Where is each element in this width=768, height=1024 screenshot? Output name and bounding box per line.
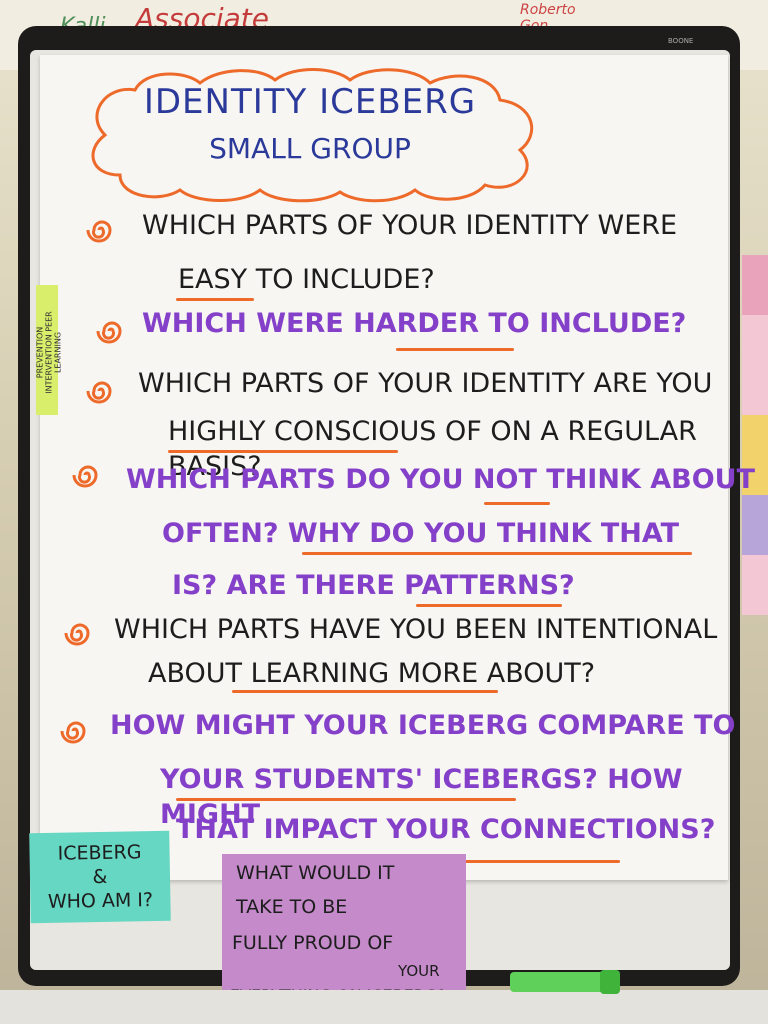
question-5-line-1: WHICH PARTS HAVE YOU BEEN INTENTIONAL [114, 614, 718, 645]
title-line-2: SMALL GROUP [209, 132, 411, 165]
underline-not [484, 502, 550, 505]
spiral-bullet-icon [86, 220, 112, 243]
right-wall-poster [742, 255, 768, 615]
purple-note-line-4: YOUR [398, 962, 440, 980]
spiral-bullet-icon [60, 721, 86, 744]
poster-stripe [742, 415, 768, 495]
side-note-text: PREVENTION INTERVENTION PEER LEARNING [35, 311, 63, 394]
green-marker [510, 972, 620, 992]
underline-patterns [416, 604, 562, 607]
question-4-line-1: WHICH PARTS DO YOU NOT THINK ABOUT [126, 464, 756, 495]
question-3-line-2: HIGHLY CONSCIOUS OF ON A REGULAR BASIS? [168, 416, 697, 483]
top-scribble: Roberto [520, 2, 576, 18]
teal-sticky-note: ICEBERG & WHO AM I? [29, 830, 171, 924]
teal-note-line-3: WHO AM I? [47, 889, 154, 913]
underline-highly-conscious [168, 450, 398, 453]
green-marker-cap [600, 970, 620, 994]
question-4-line-3: IS? ARE THERE PATTERNS? [172, 570, 575, 601]
title-line-1: IDENTITY ICEBERG [143, 82, 477, 122]
question-4-line-2: OFTEN? WHY DO YOU THINK THAT [162, 518, 680, 549]
question-6-line-1: HOW MIGHT YOUR ICEBERG COMPARE TO [110, 710, 736, 741]
title-cloud-outline [91, 68, 534, 203]
chart-paper [40, 55, 728, 880]
teal-note-line-2: & [92, 865, 108, 889]
spiral-bullet-icon [72, 465, 98, 488]
purple-note-line-2: TAKE TO BE [236, 896, 348, 918]
underline-easy [176, 298, 254, 301]
easel-brand: BOONE [668, 37, 694, 45]
poster-stripe [742, 495, 768, 555]
question-6-line-2: YOUR STUDENTS' ICEBERGS? HOW MIGHT [160, 764, 683, 831]
purple-note-line-1: WHAT WOULD IT [236, 862, 395, 884]
question-1-line-1: WHICH PARTS OF YOUR IDENTITY WERE [142, 210, 678, 241]
underline-students-icebergs [176, 798, 516, 801]
question-3-line-1: WHICH PARTS OF YOUR IDENTITY ARE YOU [138, 368, 713, 399]
underline-why [302, 552, 692, 555]
underline-learning [232, 690, 498, 693]
poster-stripe [742, 255, 768, 315]
purple-note-line-3: FULLY PROUD OF [232, 932, 394, 954]
question-1-line-2: EASY TO INCLUDE? [178, 264, 435, 295]
spiral-bullet-icon [86, 381, 112, 404]
question-5-line-2: ABOUT LEARNING MORE ABOUT? [148, 658, 596, 689]
question-6-line-3: THAT IMPACT YOUR CONNECTIONS? [176, 814, 716, 845]
teal-note-line-1: ICEBERG [57, 841, 142, 865]
easel-tray [0, 990, 768, 1024]
underline-harder [396, 348, 514, 351]
spiral-bullet-icon [96, 321, 122, 344]
underline-connections [420, 860, 620, 863]
question-2-line-1: WHICH WERE HARDER TO INCLUDE? [142, 308, 687, 339]
spiral-bullet-icon [64, 623, 90, 646]
side-sticky-note: PREVENTION INTERVENTION PEER LEARNING [36, 285, 63, 415]
